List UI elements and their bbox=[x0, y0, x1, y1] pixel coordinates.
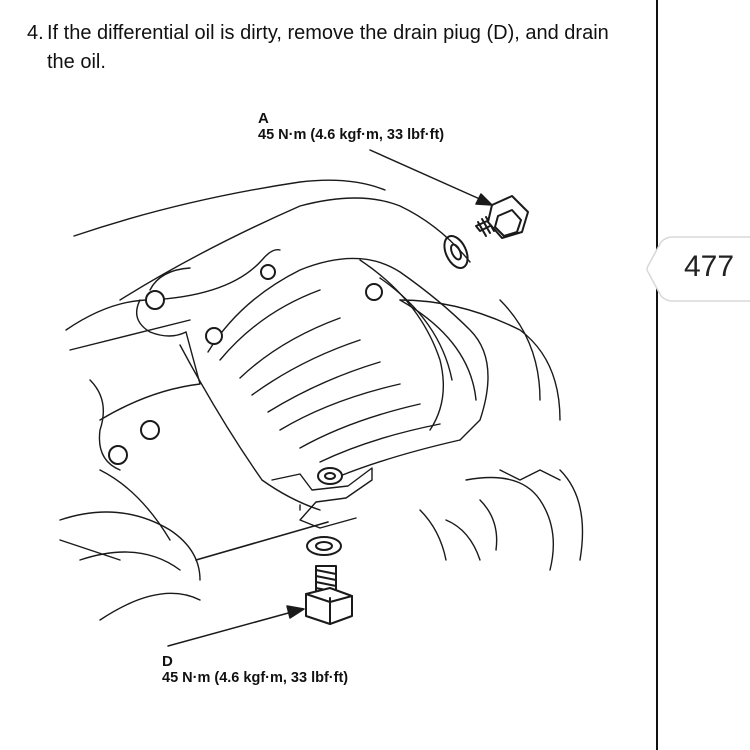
callout-d-torque: 45 N·m (4.6 kgf·m, 33 lbf·ft) bbox=[162, 670, 349, 686]
bolt-a-icon bbox=[475, 195, 529, 239]
differential-drain-diagram bbox=[59, 149, 584, 647]
housing-bolt-holes bbox=[108, 264, 383, 485]
housing-outline bbox=[59, 179, 584, 621]
callout-a-letter: A bbox=[258, 110, 269, 127]
callout-d: D 45 N·m (4.6 kgf·m, 33 lbf·ft) bbox=[162, 653, 348, 687]
page-divider bbox=[656, 0, 658, 750]
washer-a-icon bbox=[443, 235, 469, 269]
leader-a-arrow bbox=[369, 149, 493, 206]
callout-d-letter: D bbox=[162, 653, 173, 670]
step-number: 4. bbox=[27, 22, 44, 44]
drain-plug-d-icon bbox=[305, 565, 353, 625]
page-tab-shape bbox=[646, 236, 750, 302]
washer-d-icon bbox=[306, 536, 342, 556]
drain-leader-line bbox=[195, 521, 329, 561]
callout-a-torque: 45 N·m (4.6 kgf·m, 33 lbf·ft) bbox=[258, 127, 445, 143]
page-number: 477 bbox=[684, 250, 735, 283]
callout-a: A 45 N·m (4.6 kgf·m, 33 lbf·ft) bbox=[258, 110, 444, 144]
instruction-step: 4. If the differential oil is dirty, rem… bbox=[27, 19, 627, 77]
page-tab[interactable]: 477 bbox=[646, 236, 750, 302]
leader-d-arrow bbox=[167, 605, 305, 647]
step-text: If the differential oil is dirty, remove… bbox=[47, 22, 609, 73]
